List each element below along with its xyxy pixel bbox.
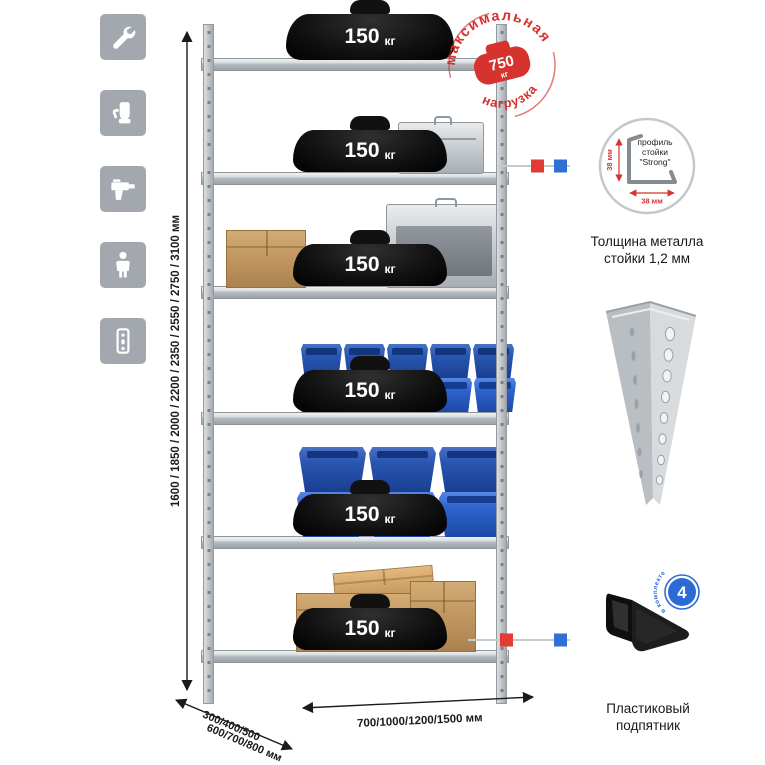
profile-dim-vertical-label: 38 мм — [605, 149, 614, 171]
weight-body: 150 кг — [293, 244, 447, 286]
angle-post-graphic — [605, 300, 697, 505]
width-dimension-label: 700/1000/1200/1500 мм — [357, 712, 483, 730]
weight-body: 150 кг — [286, 14, 454, 60]
weight-body: 150 кг — [293, 494, 447, 536]
weight-unit: кг — [384, 387, 396, 402]
weight-unit: кг — [384, 625, 396, 640]
person-icon — [100, 242, 146, 288]
stamp-weight-handle — [485, 40, 511, 55]
red-marker-top — [531, 159, 544, 173]
shelf-4 — [201, 412, 509, 425]
shelf-load-weight: 150 кг — [286, 0, 454, 60]
weight-handle — [350, 230, 390, 244]
profile-callout: 38 мм 38 мм профиль стойки "Strong" — [597, 116, 697, 221]
weight-value: 150 — [344, 503, 380, 526]
blue-marker-bottom — [554, 633, 567, 647]
svg-text:нагрузка: нагрузка — [477, 79, 543, 117]
rack-post-left — [203, 24, 214, 704]
plastic-foot-caption: Пластиковый подпятник — [606, 701, 690, 734]
cardboard-box — [226, 230, 306, 288]
badge-outer-ring — [664, 574, 700, 610]
weight-unit: кг — [384, 261, 396, 276]
weight-handle — [350, 480, 390, 494]
plastic-foot-graphic — [606, 593, 689, 652]
profile-caption: Толщина металла стойки 1,2 мм — [590, 234, 704, 267]
weight-value: 150 — [344, 139, 380, 162]
blue-bin — [474, 378, 516, 412]
stamp-text-bottom: нагрузка — [477, 79, 543, 117]
weight-body: 150 кг — [293, 130, 447, 172]
weight-unit: кг — [384, 33, 396, 48]
max-load-stamp-graphic: максимальная нагрузка 750 кг — [433, 0, 556, 118]
profile-callout-graphic: 38 мм 38 мм профиль стойки "Strong" — [598, 117, 696, 215]
depth-dimension-label-2: 600/700/800 мм — [205, 722, 284, 765]
weight-value: 150 — [344, 617, 380, 640]
drill-icon — [100, 166, 146, 212]
perforated-profile-icon — [100, 318, 146, 364]
stamp-weight-body — [473, 46, 531, 85]
weight-value: 150 — [344, 253, 380, 276]
angle-right-face — [650, 302, 696, 505]
drill-icon-glyph — [111, 179, 135, 200]
angle-top-highlight — [611, 307, 690, 321]
wrench-icon — [100, 14, 146, 60]
profile-dim-horizontal-label: 38 мм — [641, 197, 663, 206]
included-count-badge: в комплекте 4 — [650, 562, 714, 629]
shelf-load-weight: 150 кг — [293, 116, 447, 172]
angle-slots — [630, 327, 643, 478]
weight-handle — [350, 356, 390, 370]
shelf-5 — [201, 536, 509, 549]
profile-title-2: стойки — [642, 147, 668, 157]
weight-handle — [350, 0, 390, 14]
blue-marker-top — [554, 159, 567, 173]
badge-number: 4 — [677, 583, 687, 602]
weight-body: 150 кг — [293, 608, 447, 650]
angle-left-face — [606, 302, 653, 505]
wrench-icon-glyph — [113, 26, 136, 49]
gloves-icon-glyph — [112, 102, 131, 124]
post-profile-drawing — [627, 134, 677, 184]
shelf-load-weight: 150 кг — [293, 480, 447, 536]
shelf-2 — [201, 172, 509, 185]
shelf-load-weight: 150 кг — [293, 230, 447, 286]
weight-body: 150 кг — [293, 370, 447, 412]
angle-holes — [655, 326, 676, 485]
angle-top-edge — [605, 300, 697, 317]
badge-circle — [668, 578, 696, 606]
person-icon-glyph — [116, 251, 130, 278]
stamp-weight-unit: кг — [500, 69, 510, 80]
depth-dimension-label-1: 300/400/500 — [201, 709, 262, 744]
weight-unit: кг — [384, 511, 396, 526]
profile-title-1: профиль — [637, 137, 673, 147]
bin-row-back — [301, 344, 514, 379]
perforated-profile-icon-glyph — [116, 328, 130, 354]
bin-row-back — [299, 447, 506, 492]
weight-handle — [350, 116, 390, 130]
blue-bin — [473, 344, 514, 379]
weight-unit: кг — [384, 147, 396, 162]
shelf-3 — [201, 286, 509, 299]
weight-value: 150 — [344, 379, 380, 402]
weight-value: 150 — [344, 25, 380, 48]
gloves-icon — [100, 90, 146, 136]
blue-bin-large — [439, 447, 506, 492]
profile-title-3: "Strong" — [639, 157, 670, 167]
foot-inner-shadow — [636, 608, 678, 644]
max-load-stamp: максимальная нагрузка 750 кг — [433, 0, 563, 131]
plastic-foot-image — [598, 588, 698, 673]
height-dimension-label: 1600 / 1850 / 2000 / 2200 / 2350 / 2550 … — [170, 215, 182, 507]
badge-graphic: в комплекте 4 — [652, 569, 700, 615]
blue-bin-large — [299, 447, 366, 492]
stamp-weight-value: 750 — [487, 52, 515, 75]
shelf-load-weight: 150 кг — [293, 594, 447, 650]
depth-dimension-line — [174, 698, 294, 751]
blue-bin — [430, 344, 471, 379]
weight-handle — [350, 594, 390, 608]
shelf-load-weight: 150 кг — [293, 356, 447, 412]
foot-gloss — [612, 600, 628, 632]
perforated-angle-post-image — [596, 300, 706, 533]
